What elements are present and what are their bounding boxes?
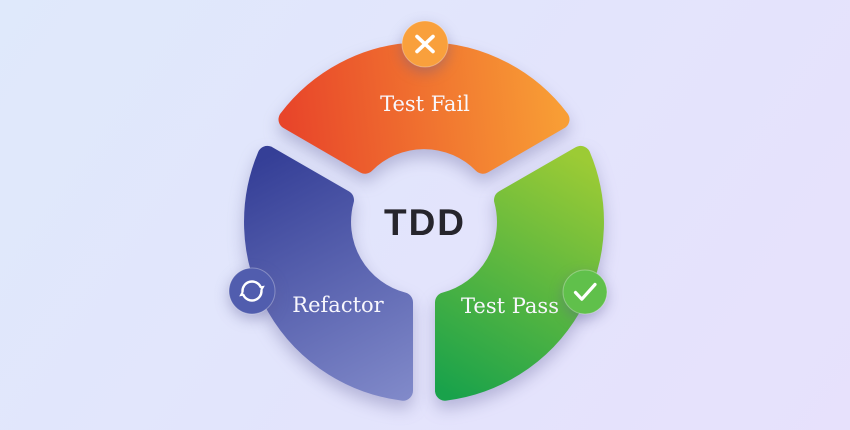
- refresh-icon: [239, 280, 265, 302]
- pass-badge-circle: [562, 269, 608, 315]
- check-icon: [573, 282, 597, 301]
- refactor-badge: [228, 267, 276, 315]
- cross-icon: [415, 34, 435, 54]
- segment-arc-test-fail: [278, 42, 570, 174]
- check-icon-glyph: [573, 282, 597, 301]
- segment-label-test-fail: Test Fail: [380, 92, 470, 116]
- segment-label-test-pass: Test Pass: [461, 294, 559, 318]
- segment-test-fail: Test Fail: [278, 42, 570, 174]
- segment-refactor: Refactor: [244, 145, 413, 401]
- cross-icon-glyph: [415, 34, 435, 54]
- refresh-icon-arc-bottom: [242, 288, 263, 302]
- segment-arc-refactor: [244, 145, 413, 401]
- refresh-icon-arrowhead-left: [239, 290, 244, 297]
- segment-label-refactor: Refactor: [292, 293, 384, 317]
- fail-badge: [401, 20, 449, 68]
- segment-test-pass: Test Pass: [435, 145, 604, 401]
- refresh-icon-arc-top: [241, 280, 262, 294]
- pass-badge: [562, 269, 608, 315]
- refactor-badge-circle: [228, 267, 276, 315]
- diagram-title: TDD: [384, 202, 466, 243]
- segment-arc-test-pass: [435, 145, 604, 401]
